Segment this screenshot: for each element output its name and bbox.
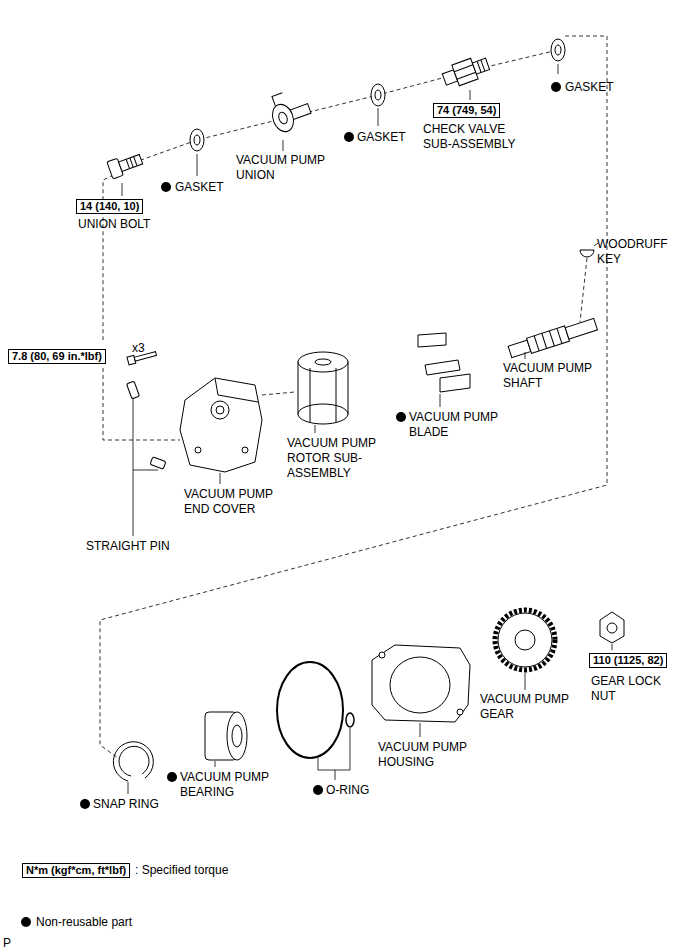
torque-box: 110 (1125, 82): [589, 653, 667, 668]
part-name: STRAIGHT PIN: [86, 539, 170, 554]
part-name: GASKET: [175, 180, 224, 195]
legend-text: : Specified torque: [135, 863, 228, 878]
part-name: VACUUM PUMP BLADE: [409, 410, 504, 440]
part-name: UNION BOLT: [78, 217, 150, 232]
torque-value: 110 (1125, 82): [593, 654, 663, 666]
quantity-note: x3: [132, 341, 145, 356]
part-name: VACUUM PUMP UNION: [236, 153, 331, 183]
torque-box: 74 (749, 54): [433, 103, 500, 118]
part-name: VACUUM PUMP HOUSING: [378, 740, 473, 770]
part-name: VACUUM PUMP GEAR: [480, 692, 575, 722]
torque-value: 14 (140, 10): [80, 200, 139, 212]
part-name: VACUUM PUMP SHAFT: [503, 361, 598, 391]
part-name: GEAR LOCK NUT: [591, 674, 666, 704]
part-name: CHECK VALVE SUB-ASSEMBLY: [423, 122, 523, 152]
part-name: SNAP RING: [93, 797, 159, 812]
part-name: VACUUM PUMP BEARING: [180, 770, 280, 800]
legend-text: Non-reusable part: [36, 915, 132, 930]
part-name: VACUUM PUMP ROTOR SUB-ASSEMBLY: [287, 436, 387, 481]
part-name: O-RING: [326, 783, 369, 798]
torque-value: N*m (kgf*cm, ft*lbf): [26, 864, 126, 876]
part-name: WOODRUFF KEY: [597, 237, 672, 267]
torque-box: 14 (140, 10): [76, 199, 143, 214]
part-name: VACUUM PUMP END COVER: [184, 487, 284, 517]
torque-value: 7.8 (80, 69 in.*lbf): [12, 350, 102, 362]
torque-value: 74 (749, 54): [437, 104, 496, 116]
torque-box: N*m (kgf*cm, ft*lbf): [22, 863, 130, 878]
part-name: GASKET: [357, 130, 406, 145]
figure-code: P: [3, 936, 11, 951]
part-name: GASKET: [565, 80, 614, 95]
torque-box: 7.8 (80, 69 in.*lbf): [8, 349, 106, 364]
